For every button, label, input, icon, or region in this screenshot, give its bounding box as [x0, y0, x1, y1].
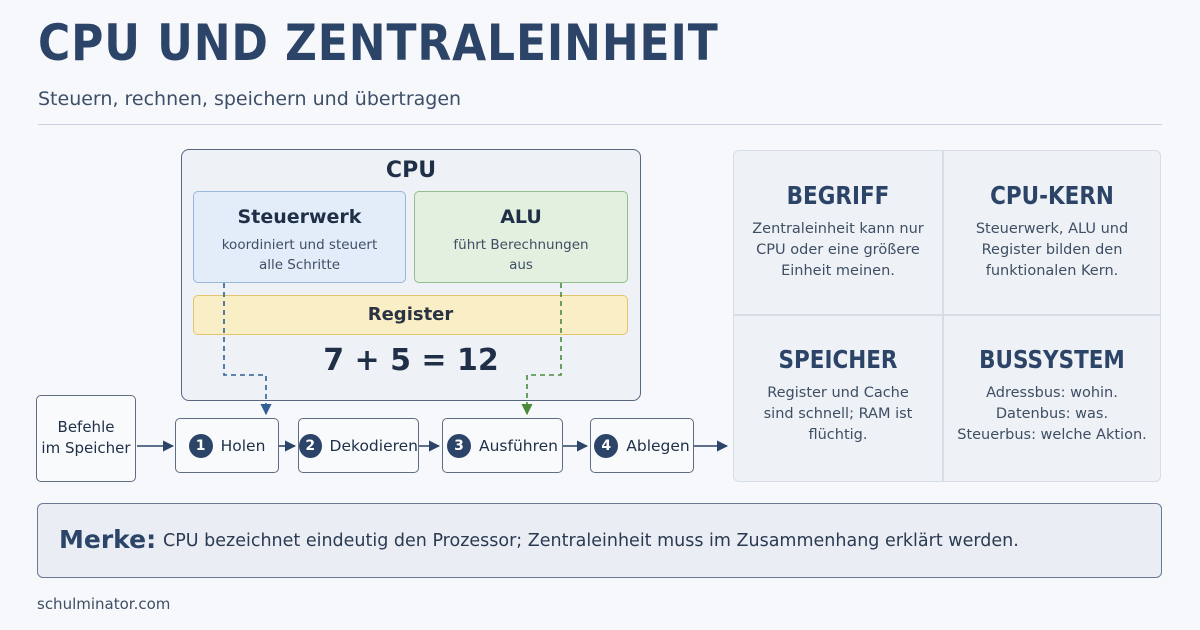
steuerwerk-title: Steuerwerk: [237, 206, 362, 228]
merke-box: [37, 503, 1162, 578]
card-line: Datenbus: was.: [995, 406, 1109, 422]
alu-box: ALU führt Berechnungen aus: [414, 191, 628, 283]
step-label: Ausführen: [479, 436, 558, 455]
step-label: Holen: [220, 436, 266, 455]
dashed-link-steuerwerk: [223, 283, 272, 416]
card-bussystem: BUSSYSTEM Adressbus: wohin. Datenbus: wa…: [948, 345, 1156, 446]
card-cpu-kern: CPU-KERN Steuerwerk, ALU und Register bi…: [948, 181, 1156, 282]
card-line: funktionalen Kern.: [985, 263, 1119, 279]
card-title: CPU-KERN: [990, 181, 1114, 210]
card-line: Register und Cache: [767, 385, 909, 401]
card-line: Steuerbus: welche Aktion.: [957, 427, 1147, 443]
step-ausfuehren: 3 Ausführen: [442, 418, 563, 473]
footer-source: schulminator.com: [37, 595, 171, 613]
merke-text: CPU bezeichnet eindeutig den Prozessor; …: [163, 531, 1019, 551]
card-line: Adressbus: wohin.: [986, 385, 1118, 401]
steuerwerk-box: Steuerwerk koordiniert und steuert alle …: [193, 191, 406, 283]
register-box: Register: [193, 295, 628, 335]
card-text: Adressbus: wohin. Datenbus: was. Steuerb…: [948, 383, 1156, 446]
header-divider: [38, 124, 1162, 125]
step-ablegen: 4 Ablegen: [590, 418, 694, 473]
grid-divider-horizontal: [733, 314, 1161, 316]
befehle-line: im Speicher: [41, 439, 131, 457]
befehle-speicher-box: Befehle im Speicher: [36, 395, 136, 482]
card-title: BUSSYSTEM: [979, 345, 1125, 374]
step-number: 2: [299, 433, 322, 458]
step-label: Dekodieren: [329, 436, 418, 455]
card-speicher: SPEICHER Register und Cache sind schnell…: [734, 345, 942, 446]
befehle-line: Befehle: [57, 418, 115, 436]
steuerwerk-desc-line: koordiniert und steuert: [221, 237, 378, 253]
card-text: Register und Cache sind schnell; RAM ist…: [734, 383, 942, 446]
card-line: flüchtig.: [808, 427, 868, 443]
step-number: 3: [447, 433, 471, 458]
alu-desc-line: führt Berechnungen: [453, 237, 589, 253]
step-number: 1: [188, 433, 213, 458]
page-subtitle: Steuern, rechnen, speichern und übertrag…: [38, 88, 462, 110]
alu-description: führt Berechnungen aus: [415, 235, 627, 275]
card-begriff: BEGRIFF Zentraleinheit kann nur CPU oder…: [734, 181, 942, 282]
step-label: Ablegen: [626, 436, 690, 455]
card-title: BEGRIFF: [786, 181, 890, 210]
card-line: Steuerwerk, ALU und: [975, 221, 1129, 237]
card-line: Einheit meinen.: [781, 263, 895, 279]
card-title: SPEICHER: [778, 345, 898, 374]
card-line: Register bilden den: [981, 242, 1123, 258]
alu-title: ALU: [500, 206, 542, 228]
info-grid: [733, 150, 1161, 482]
card-line: sind schnell; RAM ist: [763, 406, 913, 422]
card-line: Zentraleinheit kann nur: [752, 221, 924, 237]
card-line: CPU oder eine größere: [756, 242, 920, 258]
alu-desc-line: aus: [509, 257, 533, 273]
page-title: CPU UND ZENTRALEINHEIT: [38, 14, 719, 72]
example-equation: 7 + 5 = 12: [323, 343, 499, 378]
merke-label: Merke:: [59, 525, 157, 554]
steuerwerk-description: koordiniert und steuert alle Schritte: [194, 235, 405, 275]
card-text: Zentraleinheit kann nur CPU oder eine gr…: [734, 219, 942, 282]
cpu-title: CPU: [385, 158, 437, 183]
card-text: Steuerwerk, ALU und Register bilden den …: [948, 219, 1156, 282]
step-holen: 1 Holen: [175, 418, 279, 473]
dashed-link-alu: [521, 283, 562, 416]
step-dekodieren: 2 Dekodieren: [298, 418, 419, 473]
steuerwerk-desc-line: alle Schritte: [258, 257, 341, 273]
grid-divider-vertical: [942, 150, 944, 482]
step-number: 4: [594, 433, 619, 458]
